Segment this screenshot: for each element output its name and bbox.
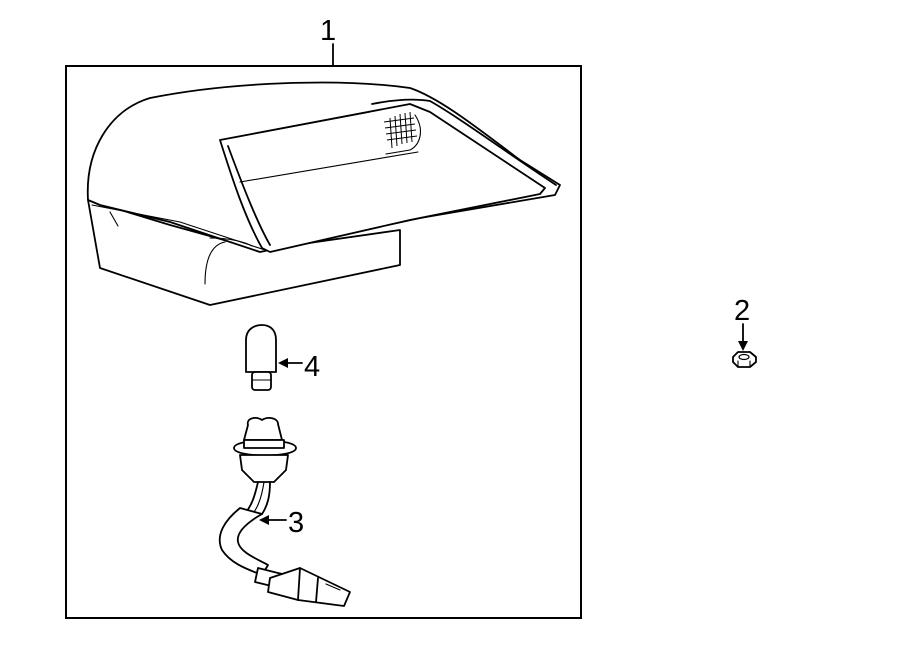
callout-1[interactable]: 1 [320, 15, 336, 47]
assembly-frame [65, 65, 582, 619]
lens-grid-detail [383, 111, 418, 149]
nut[interactable] [732, 351, 757, 368]
wire-harness-socket[interactable] [218, 417, 351, 607]
bulb[interactable] [245, 324, 277, 391]
lamp-assembly[interactable] [86, 81, 561, 306]
callout-3-arrowhead [259, 515, 269, 525]
callout-3[interactable]: 3 [288, 507, 304, 539]
callout-4[interactable]: 4 [304, 351, 320, 383]
callout-4-arrowhead [278, 358, 288, 368]
callout-2-arrowhead [738, 341, 748, 351]
callout-2[interactable]: 2 [734, 295, 750, 327]
